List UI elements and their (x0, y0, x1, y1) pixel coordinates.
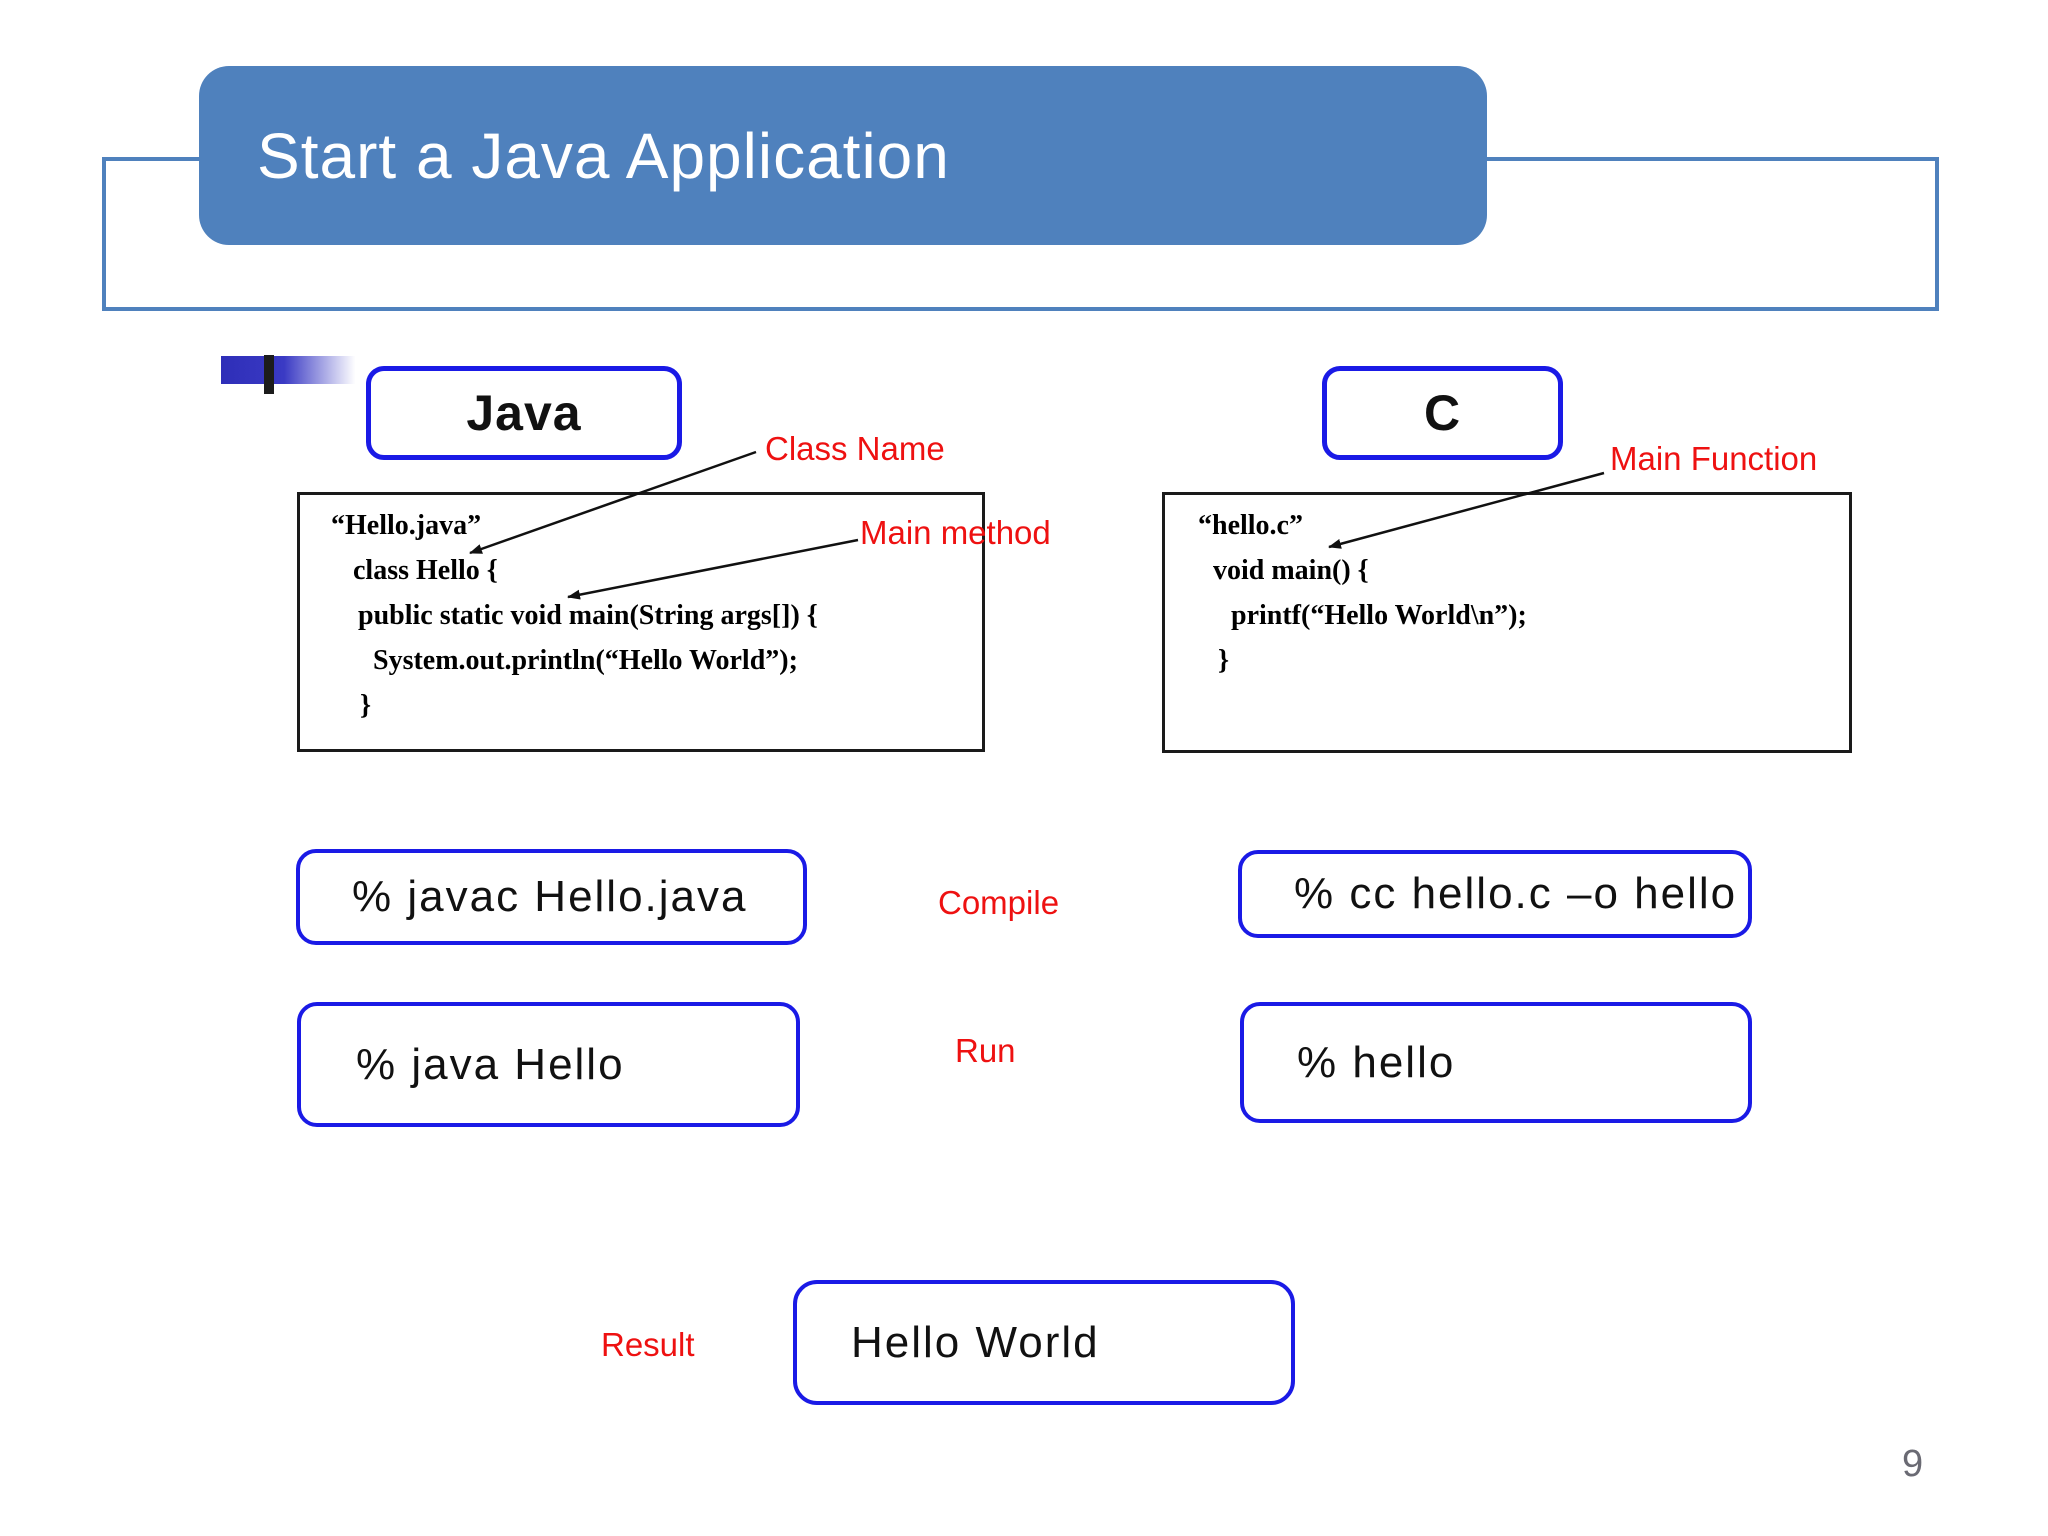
c-code-line: “hello.c” (1198, 510, 1303, 541)
c-run-command: % hello (1297, 1037, 1456, 1087)
c-code-line: printf(“Hello World\n”); (1231, 600, 1527, 631)
c-code-line: void main() { (1213, 555, 1369, 586)
c-code-box: “hello.c” void main() { printf(“Hello Wo… (1162, 492, 1852, 753)
java-run-command: % java Hello (356, 1039, 625, 1089)
result-label: Result (601, 1326, 695, 1363)
java-code-line: public static void main(String args[]) { (358, 600, 818, 631)
result-output-text: Hello World (851, 1317, 1100, 1367)
class-name-label: Class Name (765, 430, 945, 467)
java-header-box: Java (366, 366, 682, 460)
c-run-command-box: % hello (1240, 1002, 1752, 1123)
page-title: Start a Java Application (257, 119, 950, 192)
main-method-label: Main method (860, 514, 1051, 551)
java-compile-command: % javac Hello.java (352, 872, 748, 921)
java-code-line: class Hello { (353, 555, 498, 586)
c-code-line: } (1218, 645, 1230, 676)
java-header-label: Java (466, 385, 582, 441)
run-label: Run (955, 1032, 1016, 1069)
compile-label: Compile (938, 884, 1060, 921)
c-header-label: C (1423, 385, 1462, 441)
c-compile-command-box: % cc hello.c –o hello (1238, 850, 1752, 938)
java-code-line: } (360, 690, 372, 721)
result-output-box: Hello World (793, 1280, 1295, 1405)
java-run-command-box: % java Hello (297, 1002, 800, 1127)
page-number: 9 (1902, 1443, 1924, 1485)
c-compile-command: % cc hello.c –o hello (1294, 869, 1738, 918)
main-function-label: Main Function (1610, 440, 1818, 477)
title-banner: Start a Java Application (199, 66, 1487, 245)
c-header-box: C (1322, 366, 1563, 460)
bullet-gradient-bar (221, 356, 361, 384)
java-code-line: “Hello.java” (331, 510, 482, 541)
java-compile-command-box: % javac Hello.java (296, 849, 807, 945)
java-code-line: System.out.println(“Hello World”); (373, 645, 798, 676)
bullet-tick (264, 355, 274, 394)
